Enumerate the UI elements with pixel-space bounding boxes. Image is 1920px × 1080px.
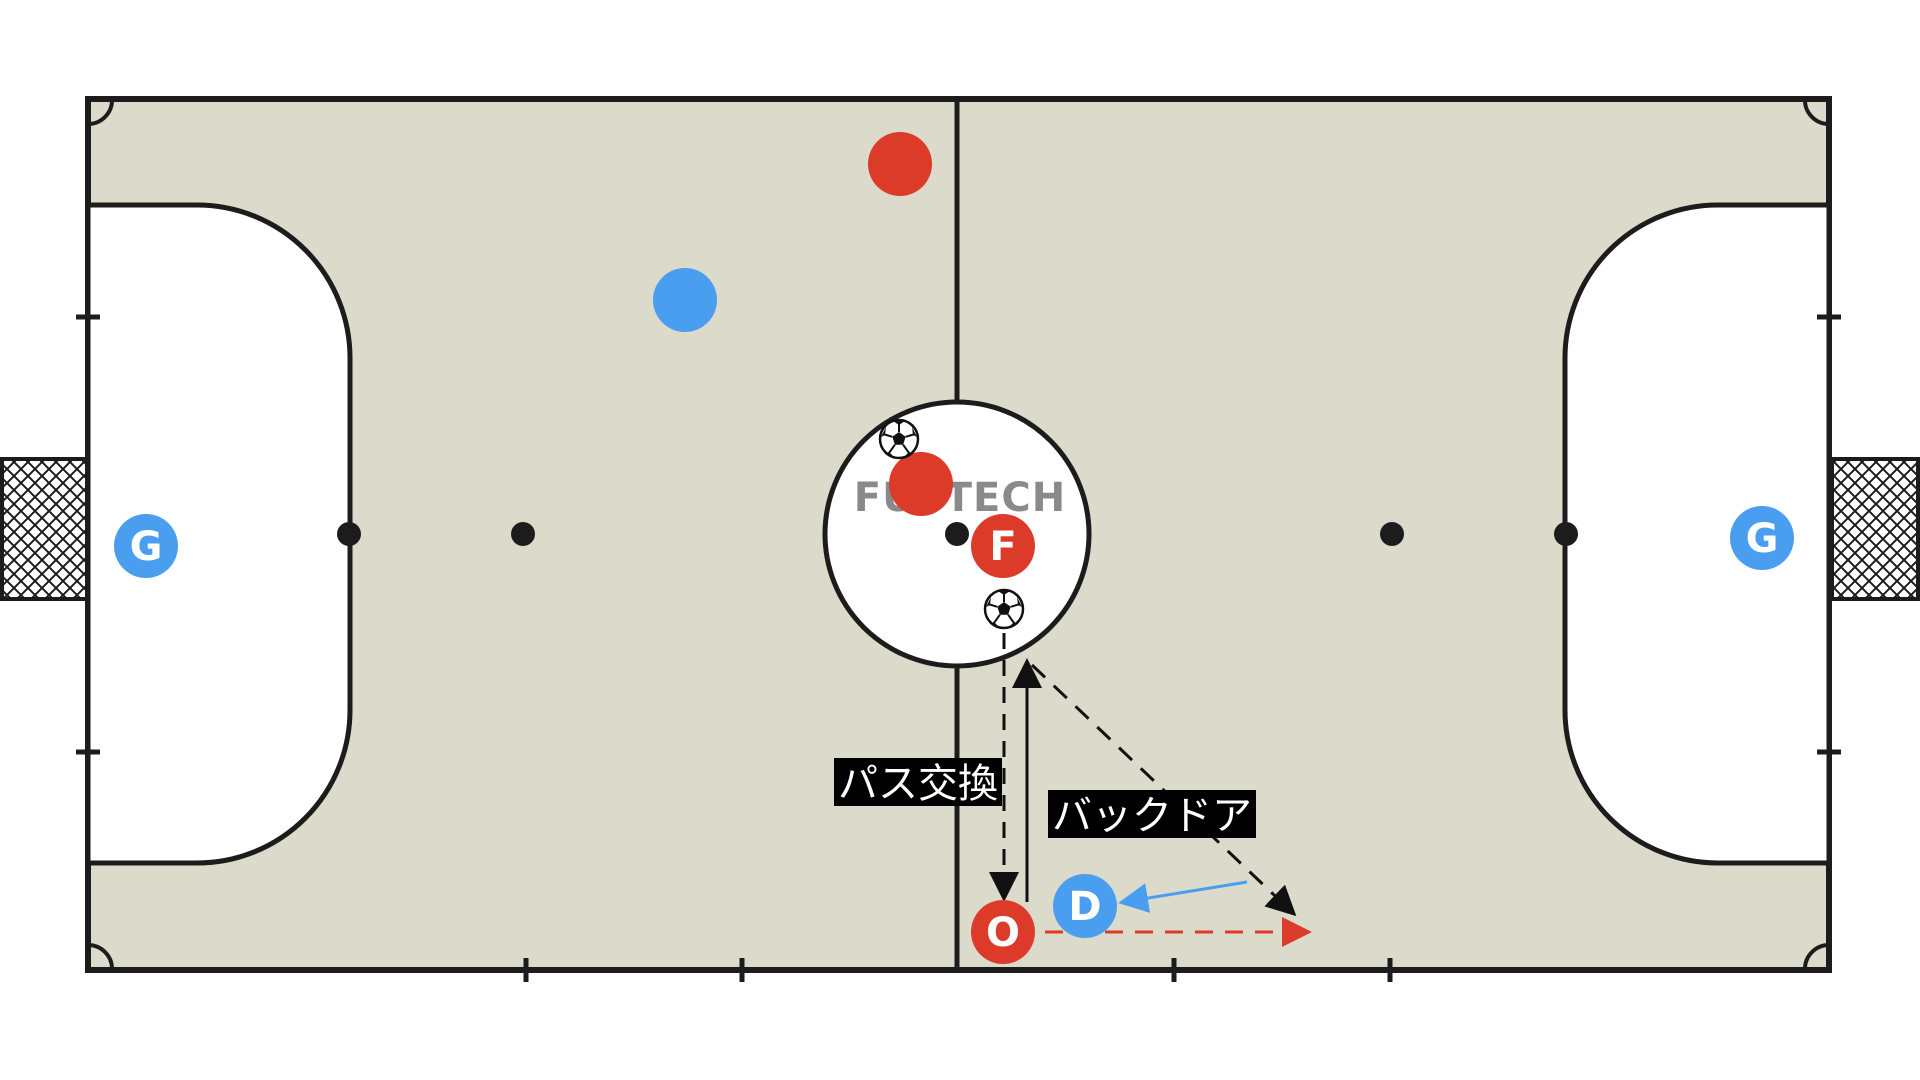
blue-defender-arrow [1118,880,1248,913]
corner-arc [87,942,114,971]
blue-player-top [653,268,717,332]
svg-text:O: O [986,910,1020,956]
penalty-spots [337,522,1578,546]
svg-text:バックドア: バックドア [1052,793,1252,839]
player-f: F [971,514,1035,578]
red-player-center [889,452,953,516]
player-o: O [971,900,1035,964]
player-d: D [1053,874,1117,938]
svg-text:パス交換: パス交換 [838,761,998,807]
red-player-top [868,132,932,196]
svg-text:D: D [1068,884,1101,930]
keeper-right: G [1730,506,1794,570]
corner-arc [1803,942,1830,971]
right-penalty-area [1562,202,1832,866]
svg-text:G: G [1746,516,1779,562]
svg-text:F: F [989,524,1016,570]
pass-exchange-label: パス交換 [834,758,1002,807]
corner-arc [1803,98,1830,127]
corner-arc [87,98,114,127]
right-goal-net-icon [1830,457,1920,601]
soccer-ball-icon [983,588,1025,630]
back-door-label: バックドア [1048,790,1256,839]
touchline-marks [76,314,1841,982]
keeper-left: G [114,514,178,578]
soccer-ball-icon [878,418,920,460]
watermark: FUTTECH [854,475,1066,521]
left-penalty-area [85,202,353,866]
left-goal-net-icon [0,457,90,601]
svg-text:G: G [130,524,163,570]
